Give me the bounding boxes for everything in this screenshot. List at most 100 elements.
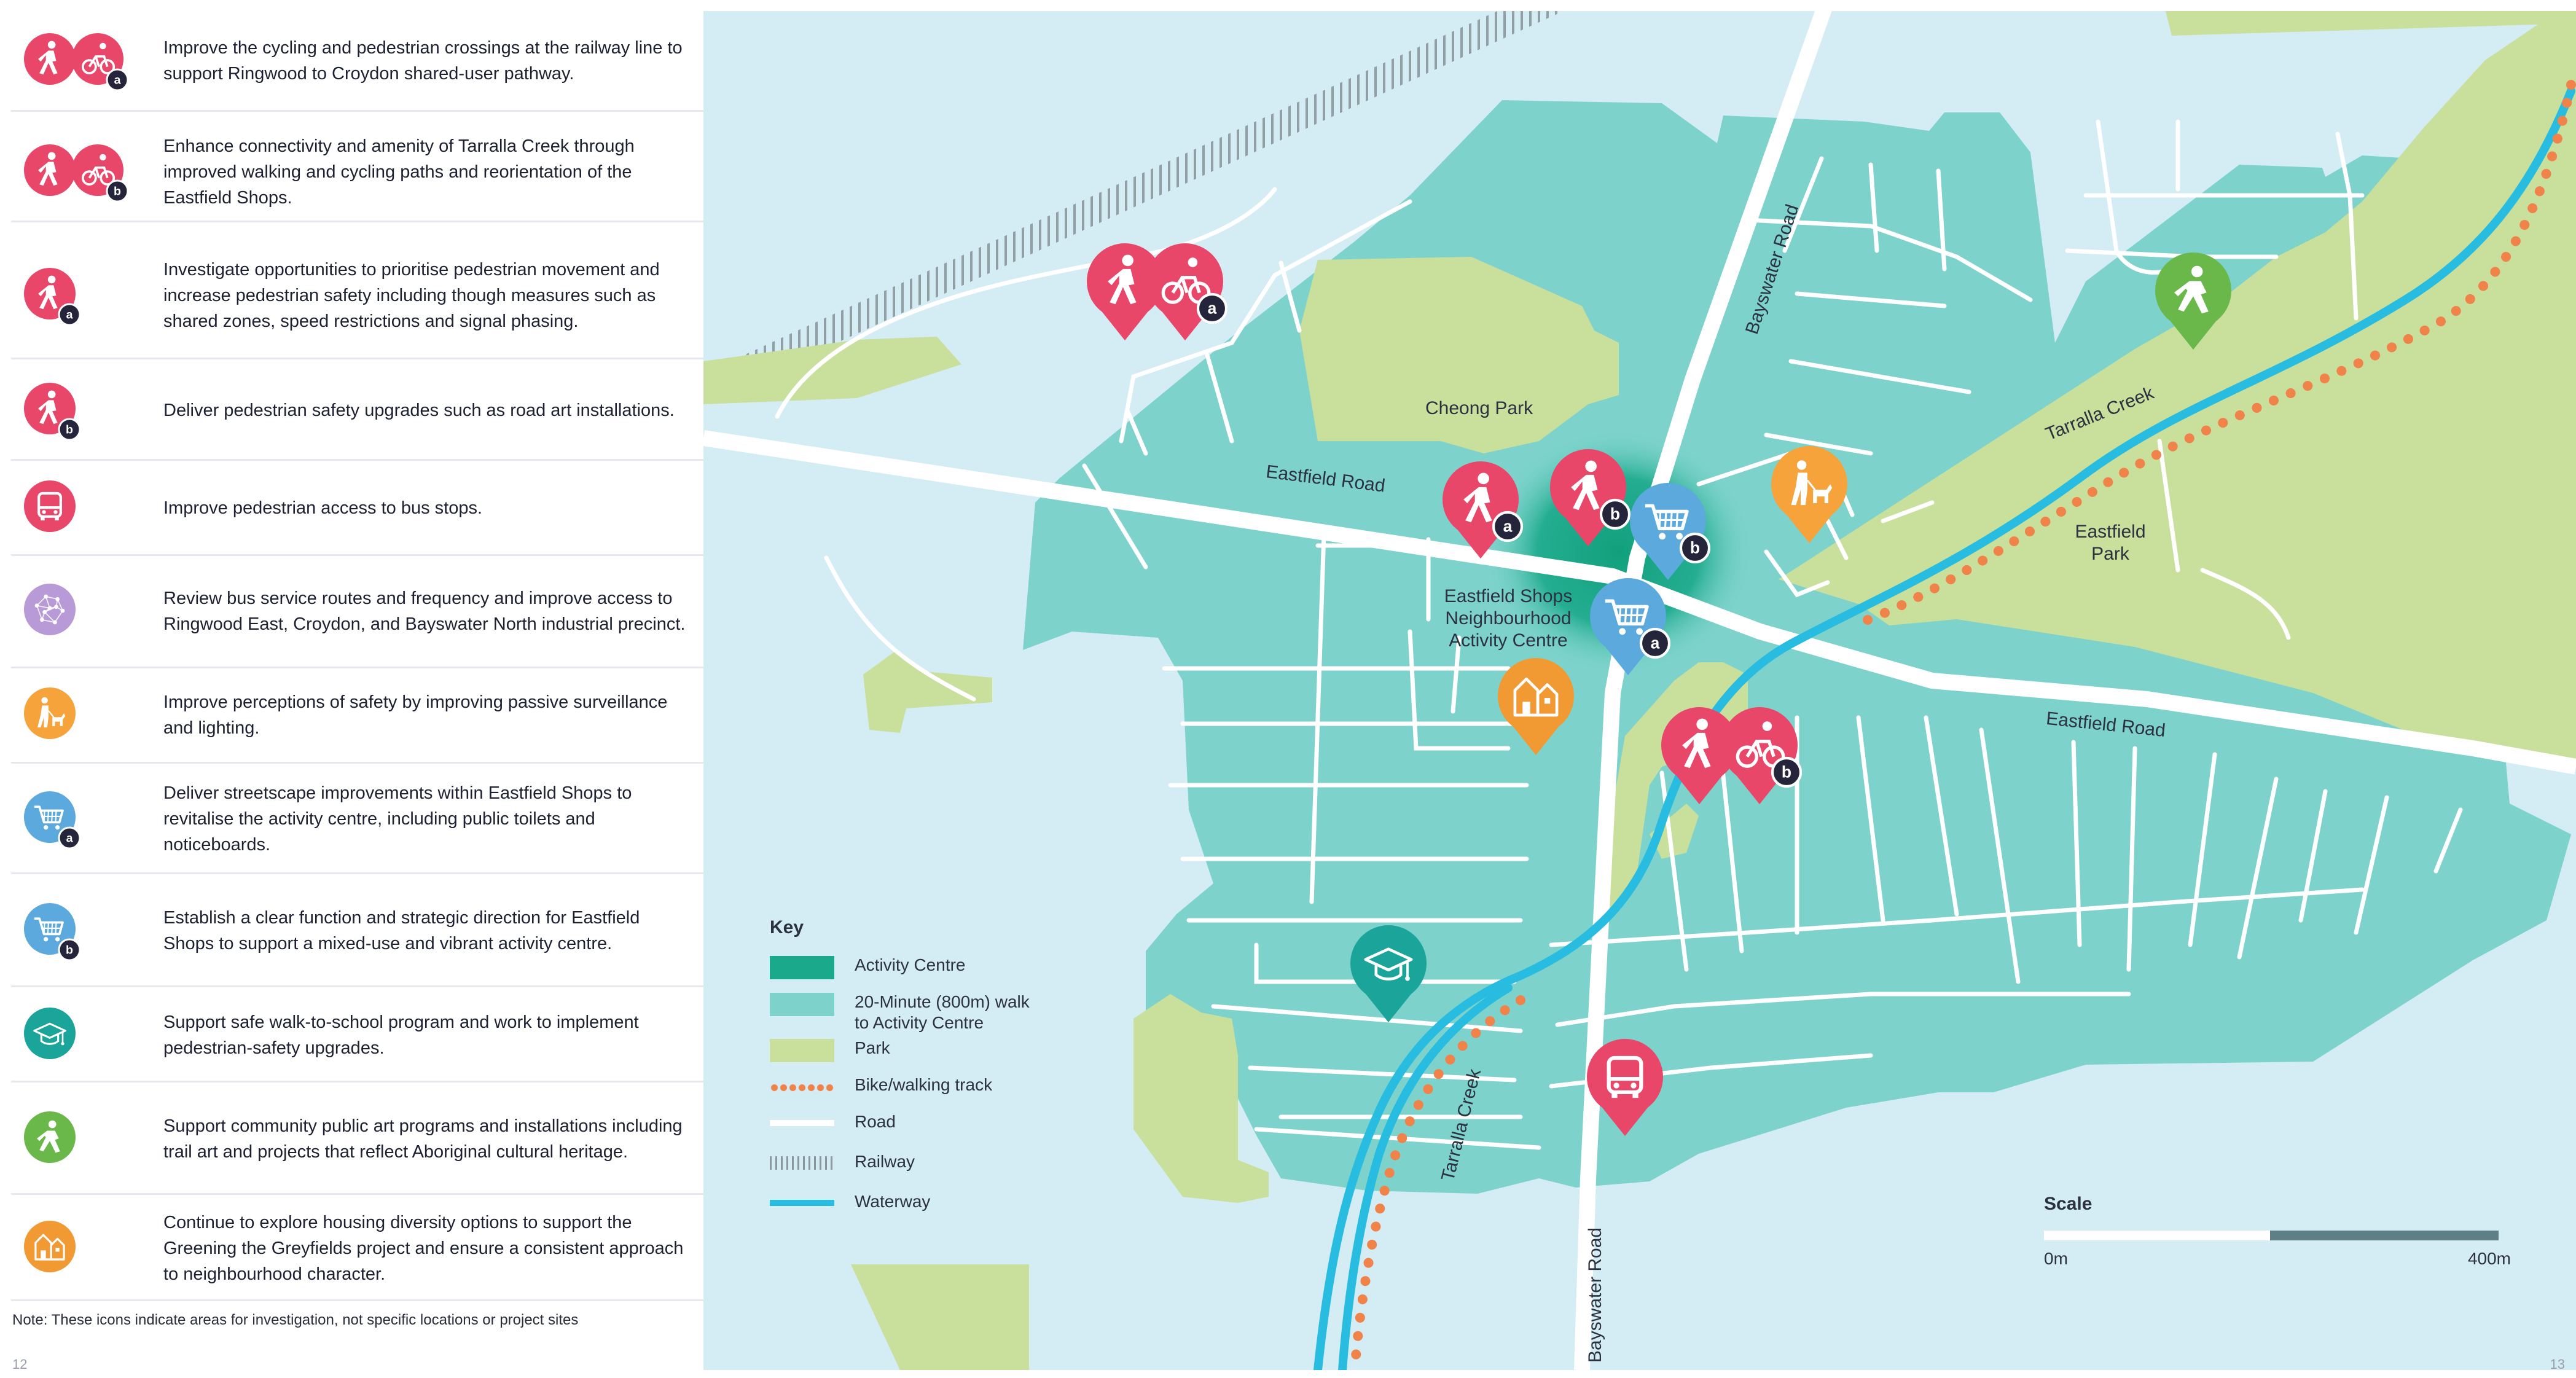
legend-label: Waterway bbox=[855, 1192, 931, 1211]
svg-text:a: a bbox=[1503, 517, 1513, 536]
dog-walker-icon bbox=[1771, 446, 1847, 522]
pin-creek-b[interactable]: b bbox=[1661, 707, 1803, 805]
action-description: Enhance connectivity and amenity of Tarr… bbox=[163, 136, 635, 208]
graduation-cap-icon bbox=[1350, 925, 1427, 1001]
legend-label: Activity Centre bbox=[855, 955, 966, 974]
label-bayswater-road-south: Bayswater Road bbox=[1585, 1227, 1605, 1363]
action-icons bbox=[22, 474, 139, 542]
scale-bar-dark bbox=[2270, 1231, 2499, 1240]
legend-swatch-track bbox=[770, 1076, 834, 1099]
pin-pedestrian-a[interactable]: a bbox=[1443, 461, 1524, 559]
pin-school[interactable] bbox=[1350, 925, 1427, 1023]
scale-end-label: 400m bbox=[2467, 1249, 2511, 1268]
houses-icon bbox=[1498, 658, 1574, 734]
pedestrian-icon bbox=[24, 33, 76, 85]
legend-label: Park bbox=[855, 1038, 890, 1057]
bus-icon bbox=[24, 480, 76, 532]
action-list-panel: a Improve the cycling and pedestrian cros… bbox=[0, 0, 703, 1378]
railway-line bbox=[703, 11, 1564, 398]
action-description: Continue to explore housing diversity op… bbox=[163, 1212, 684, 1284]
action-row: Review bus service routes and frequency … bbox=[11, 556, 703, 668]
park-cheong bbox=[1299, 257, 1619, 453]
badge-a: a bbox=[1639, 627, 1671, 659]
map-scale: Scale 0m 400m bbox=[2044, 1194, 2511, 1268]
pin-dog-walker[interactable] bbox=[1771, 446, 1847, 544]
scale-start-label: 0m bbox=[2044, 1249, 2068, 1268]
action-row: Improve pedestrian access to bus stops. bbox=[11, 462, 703, 556]
badge-b: b bbox=[1599, 498, 1631, 530]
pedestrian-icon bbox=[1087, 243, 1163, 319]
action-icons: b bbox=[22, 897, 139, 965]
svg-text:b: b bbox=[1782, 763, 1791, 781]
park-south-creek bbox=[1133, 994, 1269, 1203]
legend-title: Key bbox=[770, 917, 804, 938]
houses-icon bbox=[24, 1220, 76, 1272]
badge-a: a bbox=[1196, 292, 1228, 324]
park-creek-strip-2 bbox=[1650, 804, 1699, 859]
svg-text:a: a bbox=[1651, 634, 1660, 652]
park-west-1 bbox=[703, 337, 961, 404]
pin-shop-b[interactable]: b bbox=[1630, 483, 1711, 581]
pedestrian-icon bbox=[24, 144, 76, 196]
action-description: Support community public art programs an… bbox=[163, 1116, 683, 1162]
svg-text:a: a bbox=[1208, 299, 1217, 318]
pin-pedestrian-b[interactable]: b bbox=[1550, 449, 1631, 547]
action-icons bbox=[22, 1105, 139, 1173]
action-icons: b bbox=[22, 377, 139, 444]
walking-person-icon bbox=[2155, 253, 2231, 329]
svg-text:b: b bbox=[66, 423, 73, 436]
action-description: Improve pedestrian access to bus stops. bbox=[163, 498, 483, 518]
badge-b: b bbox=[1771, 756, 1803, 788]
legend-swatch-road bbox=[770, 1120, 834, 1126]
graduation-cap-icon bbox=[24, 1007, 76, 1059]
action-row: b Establish a clear function and strategi… bbox=[11, 875, 703, 987]
action-description: Establish a clear function and strategic… bbox=[163, 907, 640, 953]
legend-swatch-park bbox=[770, 1039, 834, 1062]
legend-swatch-activity_centre bbox=[770, 956, 834, 979]
dog-walker-icon bbox=[24, 687, 76, 739]
action-icons: b bbox=[22, 138, 139, 206]
pedestrian-icon bbox=[1661, 707, 1737, 783]
map-canvas: a a b b a b bbox=[703, 11, 2576, 1370]
action-description: Improve the cycling and pedestrian cross… bbox=[163, 37, 683, 84]
bus-icon bbox=[1587, 1039, 1663, 1115]
eastfield-road bbox=[703, 430, 2576, 775]
svg-text:b: b bbox=[1690, 539, 1700, 557]
page-number-left: 12 bbox=[12, 1356, 28, 1372]
action-icons: a bbox=[22, 262, 139, 329]
legend-swatch-walk_zone bbox=[770, 993, 834, 1016]
action-row: Support community public art programs an… bbox=[11, 1084, 703, 1195]
pin-art[interactable] bbox=[2155, 253, 2231, 350]
legend-swatch-waterway bbox=[770, 1200, 834, 1206]
label-eastfield-park: Eastfield Park bbox=[2075, 522, 2146, 564]
action-description: Support safe walk-to-school program and … bbox=[163, 1012, 639, 1058]
svg-text:b: b bbox=[1610, 505, 1620, 523]
svg-text:a: a bbox=[66, 308, 73, 321]
action-description: Improve perceptions of safety by improvi… bbox=[163, 692, 668, 738]
action-row: b Enhance connectivity and amenity of Tar… bbox=[11, 123, 703, 222]
badge-a: a bbox=[106, 68, 129, 92]
pin-housing[interactable] bbox=[1498, 658, 1574, 756]
action-row: Improve perceptions of safety by improvi… bbox=[11, 668, 703, 764]
legend-item: Bike/walking track bbox=[770, 1071, 1114, 1102]
walking-person-icon bbox=[24, 1111, 76, 1163]
bike-walking-track-south bbox=[1350, 995, 1525, 1370]
legend-item: Railway bbox=[770, 1148, 1114, 1178]
pin-bus[interactable] bbox=[1587, 1039, 1663, 1137]
legend-swatch-railway bbox=[770, 1156, 834, 1170]
scale-bar-light bbox=[2044, 1231, 2270, 1240]
pin-crossing-railway[interactable]: a bbox=[1087, 243, 1228, 341]
minor-roads bbox=[775, 119, 2463, 1150]
badge-b: b bbox=[106, 179, 129, 203]
pin-shop-a[interactable]: a bbox=[1590, 578, 1671, 676]
page-number-right: 13 bbox=[2550, 1356, 2565, 1370]
legend-label: Railway bbox=[855, 1152, 915, 1171]
badge-b: b bbox=[58, 938, 81, 961]
badge-a: a bbox=[1492, 511, 1524, 542]
action-description: Review bus service routes and frequency … bbox=[163, 589, 686, 634]
scale-title: Scale bbox=[2044, 1194, 2093, 1214]
